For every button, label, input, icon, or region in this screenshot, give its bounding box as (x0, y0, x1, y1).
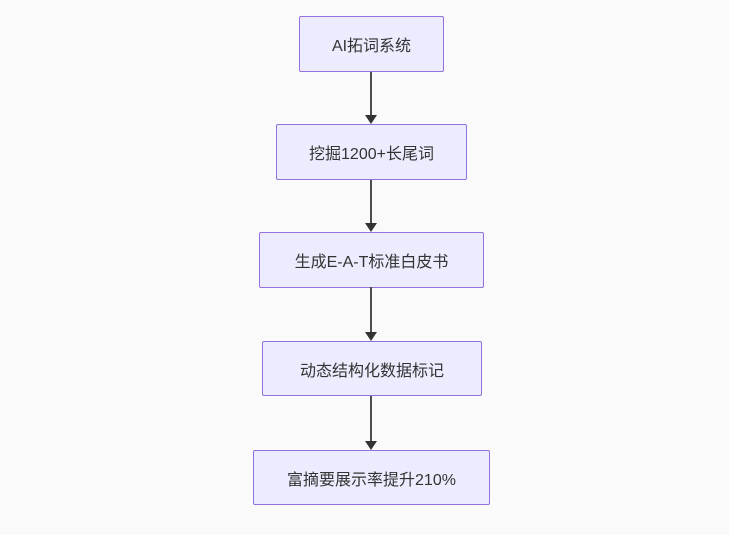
node-label: 富摘要展示率提升210% (287, 471, 456, 489)
node-label: 挖掘1200+长尾词 (309, 146, 434, 163)
edge-line (370, 396, 372, 441)
node-label: 生成E-A-T标准白皮书 (294, 254, 449, 271)
edge-line (370, 72, 372, 115)
node-label: AI拓词系统 (331, 38, 412, 55)
arrowhead-down-icon (365, 223, 377, 232)
node-label: 动态结构化数据标记 (299, 362, 444, 380)
edge-line (370, 180, 372, 223)
flowchart-node-eat-whitepaper: 生成E-A-T标准白皮书 (259, 232, 484, 288)
arrowhead-down-icon (365, 115, 377, 124)
flowchart-node-rich-snippet-result: 富摘要展示率提升210% (253, 450, 490, 505)
flowchart-edge-4 (365, 396, 377, 450)
edge-line (370, 287, 372, 332)
flowchart-edge-1 (365, 72, 377, 124)
arrowhead-down-icon (365, 441, 377, 450)
flowchart-node-longtail-keywords: 挖掘1200+长尾词 (276, 124, 467, 180)
arrowhead-down-icon (365, 332, 377, 341)
flowchart-edge-3 (365, 287, 377, 341)
flowchart-node-ai-system: AI拓词系统 (299, 16, 444, 72)
flowchart-node-structured-data: 动态结构化数据标记 (262, 341, 482, 396)
flowchart-edge-2 (365, 180, 377, 232)
